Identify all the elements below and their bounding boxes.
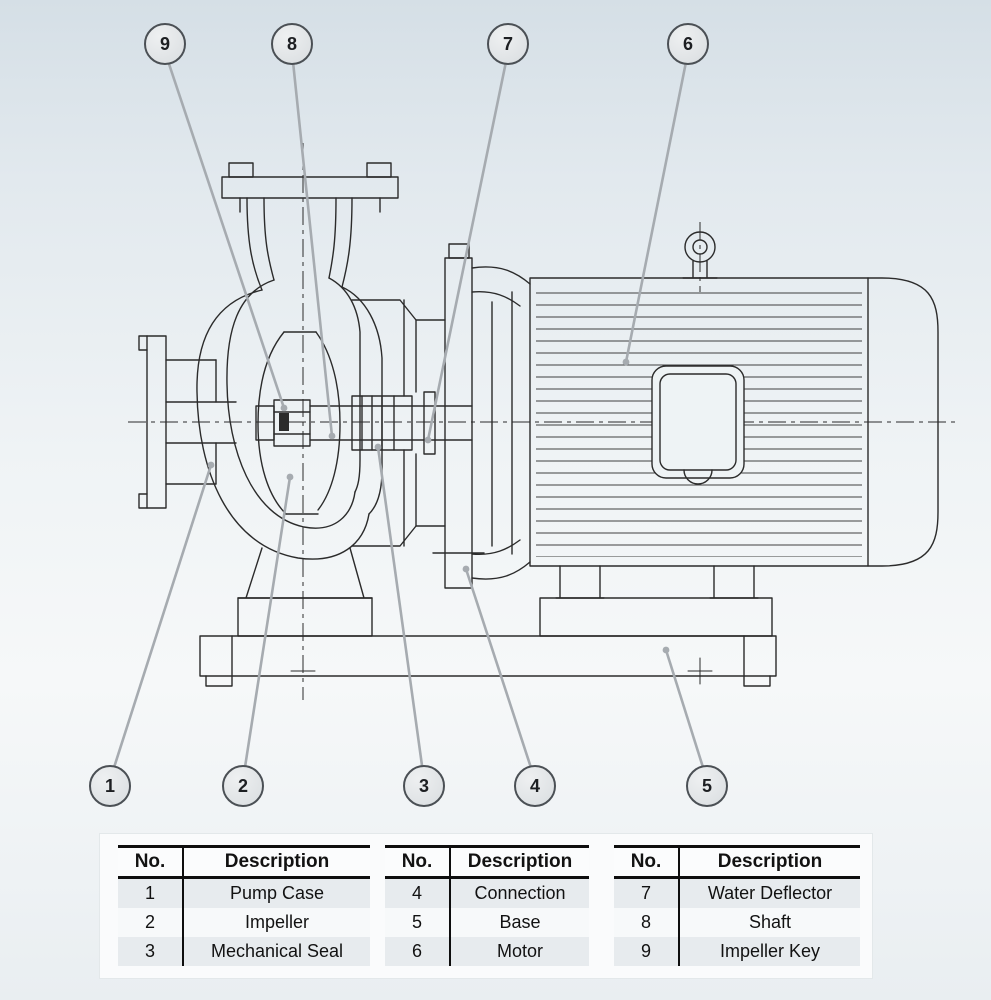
table-row: 9 Impeller Key [614, 937, 860, 966]
terminal-box [651, 365, 745, 485]
part-description: Pump Case [229, 883, 325, 903]
callout-5-label: 5 [701, 775, 712, 796]
part-description: Impeller [244, 912, 310, 932]
eye-bolt [682, 231, 718, 279]
bracket [351, 299, 446, 547]
leader-line-7 [426, 51, 510, 441]
callout-1-label: 1 [104, 775, 115, 796]
col-header-description: Description [450, 845, 589, 879]
table-row: 1 Pump Case [118, 877, 370, 908]
suction-flange [138, 335, 237, 509]
col-header-description: Description [183, 845, 370, 879]
callout-9: 9 [144, 23, 186, 65]
part-no: 9 [614, 937, 680, 966]
leader-line-2 [241, 476, 292, 781]
leader-line-1 [108, 464, 213, 781]
table-row: 3 Mechanical Seal [118, 937, 370, 966]
callout-4: 4 [514, 765, 556, 807]
leader-lines [108, 51, 709, 781]
discharge-flange [221, 162, 399, 291]
base [199, 547, 777, 687]
col-header-description: Description [679, 845, 860, 879]
table-row: 7 Water Deflector [614, 877, 860, 908]
impeller [255, 331, 341, 515]
leader-line-6 [624, 51, 690, 363]
callout-5: 5 [686, 765, 728, 807]
parts-table-1: No. Description 1 Pump Case 2 Impeller 3… [118, 845, 370, 966]
col-header-no: No. [118, 845, 184, 879]
leader-line-4 [464, 568, 537, 781]
part-description: Motor [496, 941, 543, 961]
callout-8-label: 8 [286, 33, 297, 54]
part-no: 6 [385, 937, 451, 966]
motor-bell [471, 266, 531, 580]
callout-3-label: 3 [418, 775, 429, 796]
part-no: 2 [118, 908, 184, 937]
table-row: 4 Connection [385, 877, 589, 908]
water-deflector [423, 391, 436, 455]
callout-9-label: 9 [159, 33, 170, 54]
part-no: 1 [118, 877, 184, 908]
callout-7: 7 [487, 23, 529, 65]
table-row: 6 Motor [385, 937, 589, 966]
callout-4-label: 4 [529, 775, 540, 796]
table-row: 5 Base [385, 908, 589, 937]
part-no: 3 [118, 937, 184, 966]
callout-8: 8 [271, 23, 313, 65]
leader-line-5 [664, 649, 709, 781]
parts-table-3: No. Description 7 Water Deflector 8 Shaf… [614, 845, 860, 966]
impeller-key [279, 413, 289, 431]
pump-case [196, 277, 383, 560]
col-header-no: No. [614, 845, 680, 879]
callout-6-label: 6 [682, 33, 693, 54]
callout-2-label: 2 [237, 775, 248, 796]
part-no: 4 [385, 877, 451, 908]
leader-line-8 [290, 51, 334, 437]
pump-assembly-outline [138, 162, 939, 687]
callout-6: 6 [667, 23, 709, 65]
part-description: Connection [474, 883, 566, 903]
part-description: Shaft [748, 912, 792, 932]
part-no: 7 [614, 877, 680, 908]
part-description: Mechanical Seal [210, 941, 344, 961]
callout-2: 2 [222, 765, 264, 807]
parts-table-2: No. Description 4 Connection 5 Base 6 Mo… [385, 845, 589, 966]
col-header-no: No. [385, 845, 451, 879]
table-row: 8 Shaft [614, 908, 860, 937]
table-row: 2 Impeller [118, 908, 370, 937]
callout-1: 1 [89, 765, 131, 807]
callout-7-label: 7 [502, 33, 513, 54]
part-description: Impeller Key [719, 941, 821, 961]
leader-line-9 [163, 51, 286, 409]
mechanical-seal [351, 395, 413, 451]
part-description: Base [499, 912, 541, 932]
part-description: Water Deflector [707, 883, 833, 903]
part-no: 5 [385, 908, 451, 937]
part-no: 8 [614, 908, 680, 937]
callout-3: 3 [403, 765, 445, 807]
leader-line-3 [376, 446, 426, 781]
